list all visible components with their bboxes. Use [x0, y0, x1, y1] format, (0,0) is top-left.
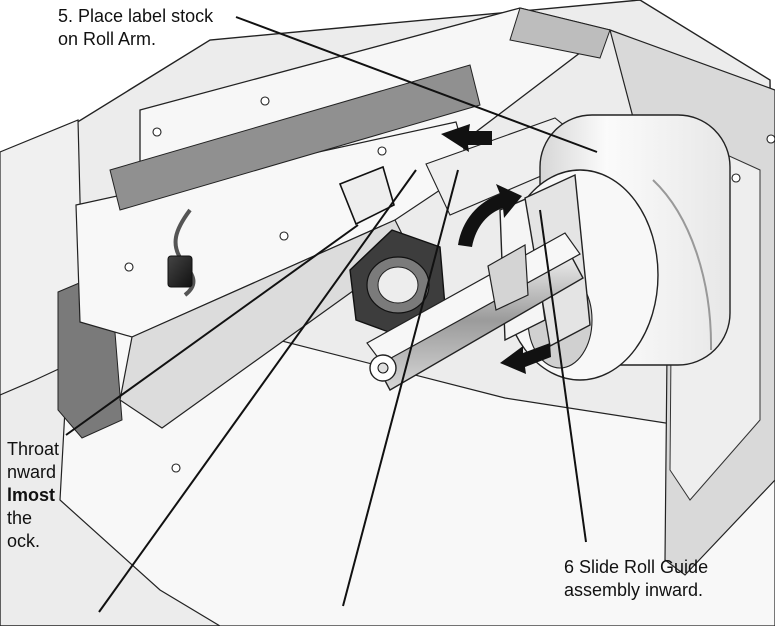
screws	[124, 96, 775, 473]
throat-callout-line-2: nward	[7, 462, 57, 482]
throat-callout-line-5: ock.	[7, 531, 41, 551]
screw	[260, 96, 270, 106]
leader-line-slide-roll	[539, 209, 587, 543]
label-stock-callout: 5. Place label stock on Roll Arm.	[58, 5, 213, 51]
screw	[152, 127, 162, 137]
screw	[124, 262, 134, 272]
screw	[377, 146, 387, 156]
leader-line-label-stock	[235, 16, 598, 153]
throat-callout-line-4: the	[7, 508, 33, 528]
label-stock-callout-line-2: on Roll Arm.	[58, 29, 157, 49]
roll-surface-lines	[652, 179, 713, 351]
sensor-bracket	[338, 165, 395, 226]
fan-center	[377, 266, 419, 304]
leader-line-lower-left	[98, 169, 417, 613]
screw	[731, 173, 741, 183]
label-stock-callout-line-1: 5. Place label stock	[58, 6, 214, 26]
throat-callout: Throat nward lmost the ock.	[7, 438, 59, 553]
screw	[279, 231, 289, 241]
left-panel-lower	[119, 219, 411, 429]
curved-arrow-icon	[458, 184, 522, 247]
screw	[766, 134, 775, 144]
top-panel-dark-edge	[509, 7, 611, 59]
leader-line-lower-center	[342, 169, 459, 607]
connector	[167, 255, 193, 288]
inward-arrow-icon	[500, 343, 551, 374]
throat-callout-line-1: Throat	[7, 439, 60, 459]
leader-line-throat	[65, 224, 359, 436]
roll-arm-bracket	[487, 244, 529, 311]
slide-roll-guide-callout-line-2: assembly inward.	[564, 580, 704, 600]
slide-roll-guide-callout-line-1: 6 Slide Roll Guide	[564, 557, 709, 577]
left-arrow-icon	[441, 124, 492, 152]
roll-arm-screw	[377, 362, 389, 374]
slide-roll-guide-callout: 6 Slide Roll Guide assembly inward.	[564, 556, 708, 602]
throat-callout-line-3: lmost	[7, 485, 56, 505]
inner-shelf	[109, 64, 481, 211]
screw	[171, 463, 181, 473]
